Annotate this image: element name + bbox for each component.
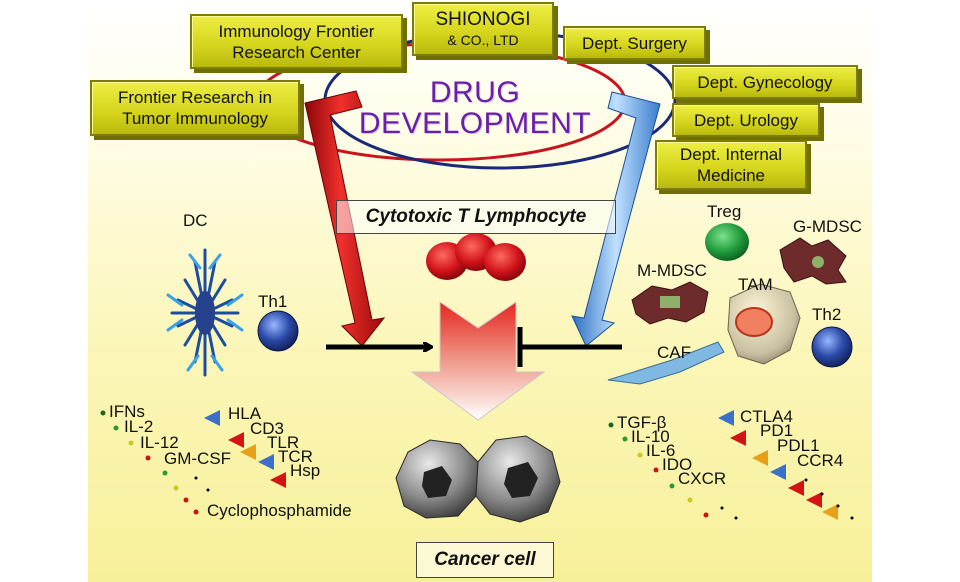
left-factor-cyclophosphamide: Cyclophosphamide: [207, 501, 352, 520]
th1-label: Th1: [258, 292, 288, 311]
frontier-tumor-box: Frontier Research in Tumor Immunology: [90, 80, 300, 136]
treg-cell-icon: [705, 223, 749, 261]
dept-urology-box: Dept. Urology: [672, 103, 820, 137]
ctl-cells-icon: [426, 233, 526, 281]
right-factor-dots: [608, 422, 709, 518]
m-mdsc-label: M-MDSC: [637, 261, 707, 280]
dept-gynecology-label: Dept. Gynecology: [697, 72, 833, 92]
right-target-pd1: PD1: [760, 421, 794, 440]
title-line-1: DRUG: [429, 76, 521, 109]
dept-surgery-box: Dept. Surgery: [563, 26, 706, 60]
cancer-label-box: Cancer cell: [416, 542, 554, 578]
right-factor-cxcr: CXCR: [678, 469, 727, 488]
g-mdsc-label: G-MDSC: [793, 217, 862, 236]
cancer-label: Cancer cell: [434, 549, 536, 570]
dept-internal-box: Dept. Internal Medicine: [655, 140, 807, 190]
right-target-ctla4: CTLA4: [740, 407, 793, 426]
shionogi-name: SHIONOGI: [435, 9, 531, 30]
left-target-tlr: TLR: [267, 433, 300, 452]
drug-development-title: DRUG DEVELOPMENT: [330, 77, 620, 139]
left-factor-il2: IL-2: [124, 417, 154, 436]
shionogi-box: SHIONOGI & CO., LTD: [412, 2, 554, 56]
suppression-arrow-blue: [571, 91, 661, 347]
immunology-frontier-label: Immunology Frontier Research Center: [218, 21, 375, 62]
tam-nucleus: [735, 307, 773, 337]
right-target-triangles: [194, 410, 854, 520]
cancer-cells-icon: [395, 435, 561, 523]
th2-label: Th2: [812, 305, 842, 324]
g-mdsc-nucleus: [812, 256, 824, 268]
central-attack-arrow: [410, 301, 546, 421]
dept-urology-label: Dept. Urology: [694, 110, 798, 130]
left-target-cd3: CD3: [250, 419, 285, 438]
m-mdsc-nucleus: [660, 296, 680, 308]
left-target-tcr: TCR: [278, 447, 313, 466]
treg-label: Treg: [707, 202, 742, 221]
right-factor-ido: IDO: [662, 455, 693, 474]
left-factor-gmcsf: GM-CSF: [164, 449, 232, 468]
dendritic-cell-icon: [166, 248, 244, 377]
th2-cell-icon: [811, 326, 853, 368]
title-line-2: DEVELOPMENT: [358, 107, 592, 140]
left-target-hla: HLA: [228, 404, 262, 423]
frontier-tumor-label: Frontier Research in Tumor Immunology: [117, 88, 272, 128]
caf-cell-icon: [607, 341, 725, 385]
caf-label: CAF: [657, 343, 691, 362]
left-factor-ifns: IFNs: [109, 402, 145, 421]
ctl-label: Cytotoxic T Lymphocyte: [365, 206, 587, 227]
dept-surgery-label: Dept. Surgery: [582, 33, 687, 53]
right-factor-tgfb: TGF-β: [617, 413, 667, 432]
left-factor-il12: IL-12: [140, 433, 179, 452]
left-factor-dots: [100, 410, 199, 515]
right-factor-il6: IL-6: [646, 441, 676, 460]
ctl-label-box: Cytotoxic T Lymphocyte: [336, 200, 616, 234]
dc-label: DC: [183, 211, 208, 230]
right-target-ccr4: CCR4: [797, 451, 844, 470]
dept-internal-label: Dept. Internal Medicine: [679, 145, 783, 185]
right-factor-il10: IL-10: [631, 427, 670, 446]
dept-gynecology-box: Dept. Gynecology: [672, 65, 858, 99]
tam-label: TAM: [738, 275, 773, 294]
immunology-frontier-box: Immunology Frontier Research Center: [190, 14, 403, 69]
shionogi-suffix: & CO., LTD: [447, 32, 519, 48]
left-target-hsp: Hsp: [290, 461, 321, 480]
left-target-triangles: [204, 410, 286, 488]
th1-cell-icon: [257, 310, 299, 352]
right-target-pdl1: PDL1: [777, 436, 820, 455]
